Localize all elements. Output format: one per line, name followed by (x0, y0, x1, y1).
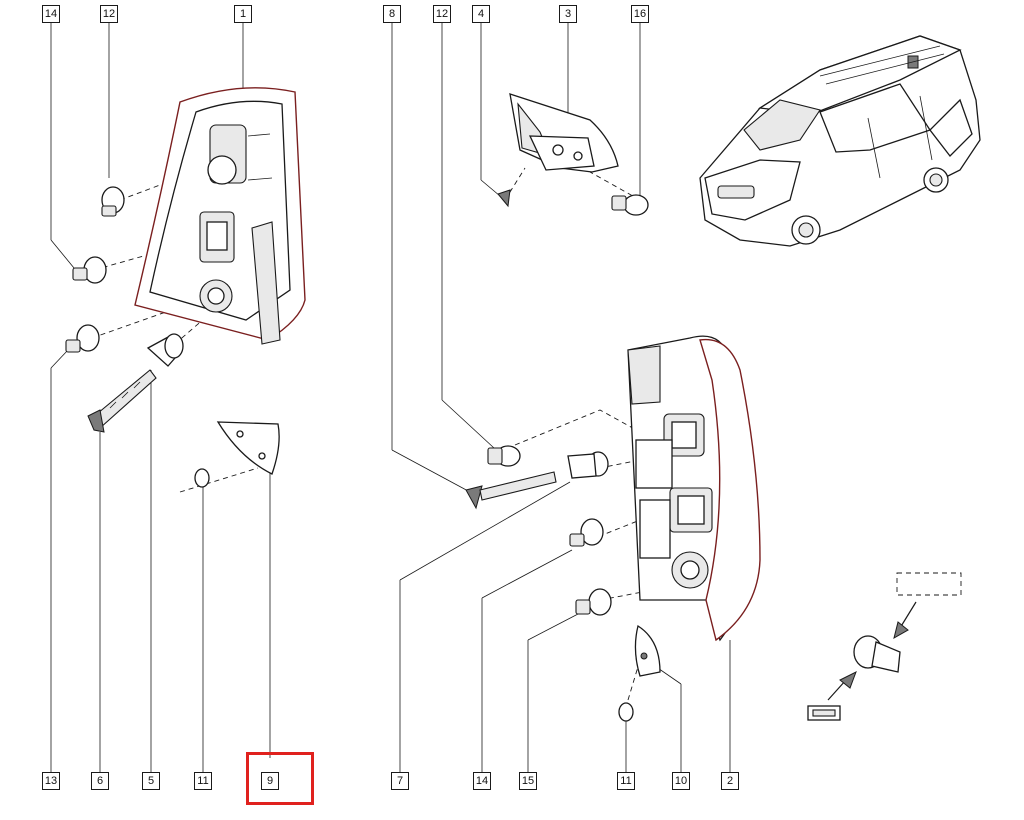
bracket-10-icon (634, 624, 661, 677)
bulb-holder-7-icon (567, 451, 609, 479)
callout-8: 8 (383, 5, 401, 23)
socket-symbol-icon (807, 705, 841, 721)
clip-11-right-icon (618, 702, 634, 722)
bulb-replacement-inset (807, 601, 917, 721)
bulb-14-left-icon (72, 256, 107, 284)
remove-arrow-icon (827, 670, 857, 701)
bulb-inset-icon (853, 635, 901, 673)
left-bulbs (65, 186, 280, 488)
callout-5: 5 (142, 772, 160, 790)
right-bulbs (465, 445, 661, 722)
callout-7: 7 (391, 772, 409, 790)
callout-1: 1 (234, 5, 252, 23)
callout-11-left: 11 (194, 772, 212, 790)
left-tail-lamp (134, 87, 306, 345)
callout-11-right: 11 (617, 772, 635, 790)
bulb-16-icon (611, 194, 649, 216)
callout-3: 3 (559, 5, 577, 23)
callout-2: 2 (721, 772, 739, 790)
callout-12-top-left: 12 (100, 5, 118, 23)
callout-6: 6 (91, 772, 109, 790)
callout-15: 15 (519, 772, 537, 790)
bulb-holder-5-icon (146, 333, 184, 367)
screw-6-icon (87, 369, 157, 433)
top-bracket (497, 93, 649, 216)
bulb-15-icon (575, 588, 612, 616)
callout-16: 16 (631, 5, 649, 23)
clip-11-left-icon (194, 468, 210, 488)
leader-lines (50, 22, 731, 772)
vehicle-illustration (699, 35, 981, 247)
callout-14-bottom: 14 (473, 772, 491, 790)
callout-4: 4 (472, 5, 490, 23)
callout-12-top-right: 12 (433, 5, 451, 23)
bulb-13-icon (65, 324, 100, 353)
callout-14-top: 14 (42, 5, 60, 23)
screw-8-icon (465, 471, 557, 510)
callout-10: 10 (672, 772, 690, 790)
callout-13: 13 (42, 772, 60, 790)
right-tail-lamp (627, 335, 761, 642)
bulb-14-right-icon (569, 518, 604, 547)
bulb-12-left-icon (101, 186, 125, 217)
screw-4-icon (497, 189, 511, 208)
insert-arrow-icon (893, 601, 917, 640)
callout-9: 9 (261, 772, 279, 790)
selected-part-highlight (246, 752, 314, 805)
bulb-12-right-icon (487, 445, 521, 467)
bracket-9-icon (216, 421, 280, 475)
